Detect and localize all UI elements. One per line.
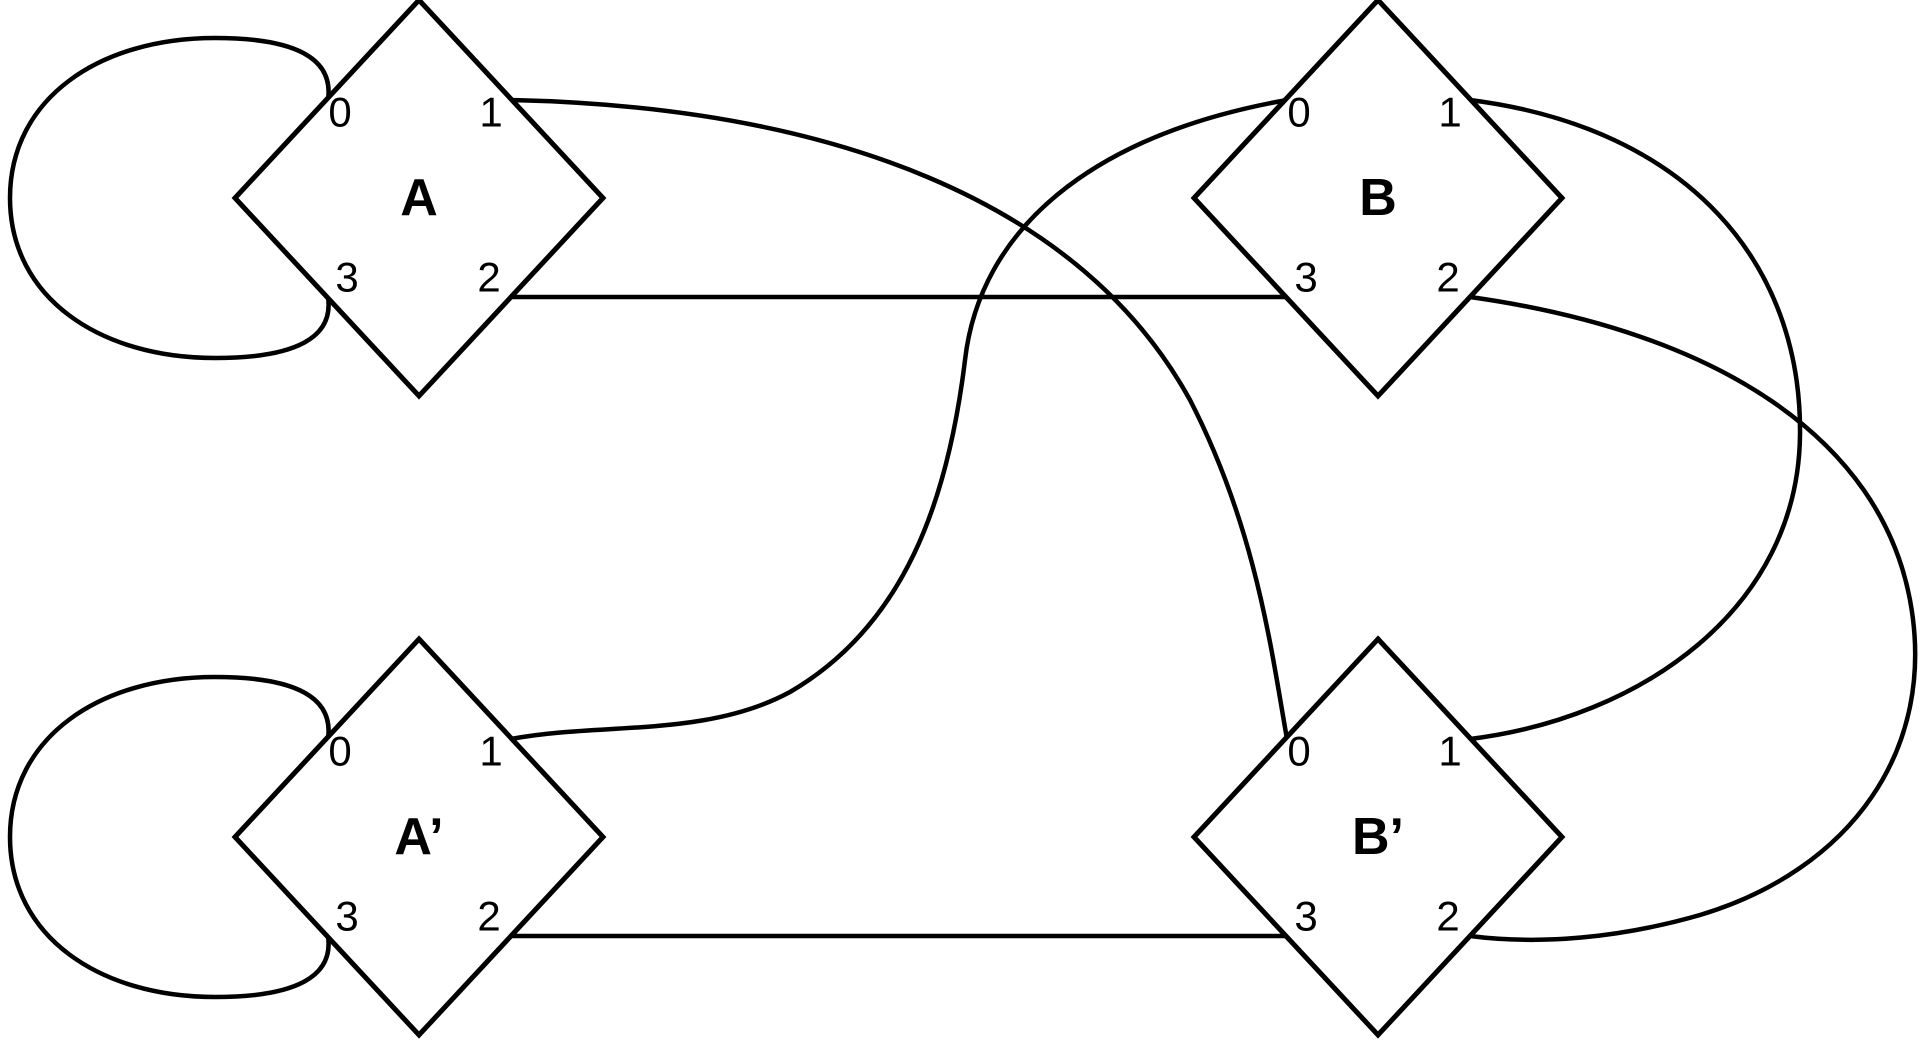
node-A-corner-1: 1	[479, 89, 502, 136]
node-B-label: B	[1359, 169, 1397, 227]
edge-Aprime0-Aprime3-self-loop	[7, 674, 331, 1000]
node-B-corner-3: 3	[1294, 254, 1317, 301]
node-B-prime-corner-3: 3	[1294, 893, 1317, 940]
node-A-prime-corner-3: 3	[335, 893, 358, 940]
node-A-prime-label: A’	[394, 808, 443, 866]
edge-B2-Bprime2	[1467, 294, 1918, 942]
node-B-prime-label: B’	[1352, 808, 1404, 866]
node-A-prime-corner-2: 2	[477, 893, 500, 940]
node-B-corner-0: 0	[1287, 89, 1310, 136]
node-B-corner-2: 2	[1436, 254, 1459, 301]
edge-B0-Aprime1	[508, 97, 1290, 742]
node-A-shape	[231, 0, 607, 400]
node-B-prime-corner-1: 1	[1438, 728, 1461, 775]
node-A-prime-corner-1: 1	[479, 728, 502, 775]
node-A-corner-2: 2	[477, 254, 500, 301]
node-A: A 0 1 2 3	[231, 0, 607, 400]
node-B-shape	[1190, 0, 1566, 400]
node-B-prime-shape	[1190, 635, 1566, 1039]
node-B-prime-corner-0: 0	[1287, 728, 1310, 775]
node-A-corner-3: 3	[335, 254, 358, 301]
node-B-corner-1: 1	[1438, 89, 1461, 136]
node-A-prime: A’ 0 1 2 3	[231, 635, 607, 1039]
node-A-prime-shape	[231, 635, 607, 1039]
node-A-prime-corner-0: 0	[328, 728, 351, 775]
node-A-label: A	[400, 169, 438, 227]
edge-B1-Bprime1	[1467, 97, 1803, 742]
node-B-prime-corner-2: 2	[1436, 893, 1459, 940]
edges-layer	[7, 35, 1918, 1000]
edge-A0-A3-self-loop	[7, 35, 331, 361]
node-A-corner-0: 0	[328, 89, 351, 136]
edge-A1-Bprime0	[508, 97, 1290, 742]
node-B: B 0 1 2 3	[1190, 0, 1566, 400]
node-B-prime: B’ 0 1 2 3	[1190, 635, 1566, 1039]
